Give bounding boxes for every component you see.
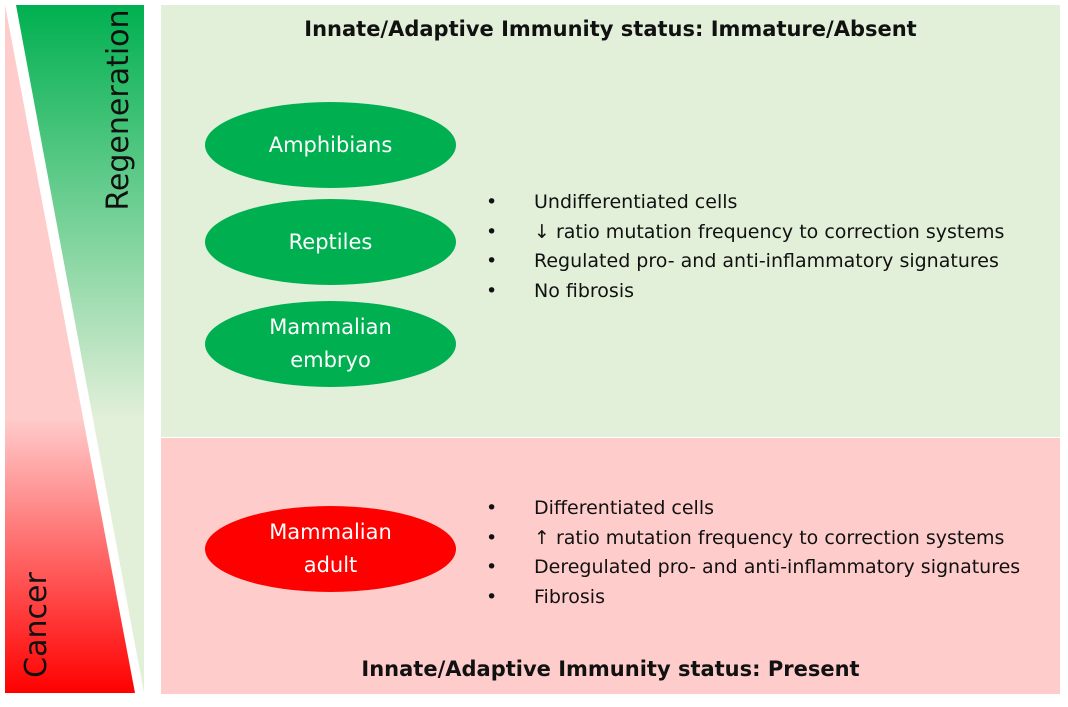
feature-item: ↓ ratio mutation frequency to correction… <box>486 218 1004 248</box>
feature-item: Fibrosis <box>486 583 1020 613</box>
organism-label-line-2: adult <box>303 553 358 577</box>
organism-mammalian-adult: Mammalian adult <box>205 506 456 592</box>
immature-immunity-panel: Innate/Adaptive Immunity status: Immatur… <box>161 5 1060 437</box>
feature-item: Deregulated pro- and anti-inflammatory s… <box>486 553 1020 583</box>
organism-mammalian-embryo: Mammalian embryo <box>205 301 456 387</box>
regeneration-cancer-gradient-wedge <box>5 5 144 693</box>
organism-label-line-2: embryo <box>290 348 371 372</box>
feature-item: Undifferentiated cells <box>486 188 1004 218</box>
top-immunity-status: Innate/Adaptive Immunity status: Immatur… <box>304 17 917 41</box>
cancer-features-list: Differentiated cells ↑ ratio mutation fr… <box>486 494 1020 612</box>
cancer-axis-label: Cancer <box>19 572 54 678</box>
feature-item: ↑ ratio mutation frequency to correction… <box>486 524 1020 554</box>
organism-label: Reptiles <box>288 229 373 254</box>
present-immunity-panel: Mammalian adult Differentiated cells ↑ r… <box>161 438 1060 694</box>
regeneration-features-list: Undifferentiated cells ↓ ratio mutation … <box>486 188 1004 306</box>
feature-item: Differentiated cells <box>486 494 1020 524</box>
feature-item: No fibrosis <box>486 277 1004 307</box>
cancer-wedge <box>5 5 135 693</box>
regeneration-wedge <box>16 5 144 693</box>
bottom-immunity-status: Innate/Adaptive Immunity status: Present <box>361 657 860 681</box>
organism-reptiles: Reptiles <box>205 199 456 285</box>
organism-label-line-1: Mammalian <box>269 520 392 544</box>
regeneration-axis-label: Regeneration <box>101 9 136 211</box>
feature-item: Regulated pro- and anti-inflammatory sig… <box>486 247 1004 277</box>
organism-label-line-1: Mammalian <box>269 315 392 339</box>
organism-amphibians: Amphibians <box>205 102 456 188</box>
organism-label: Amphibians <box>268 132 393 157</box>
